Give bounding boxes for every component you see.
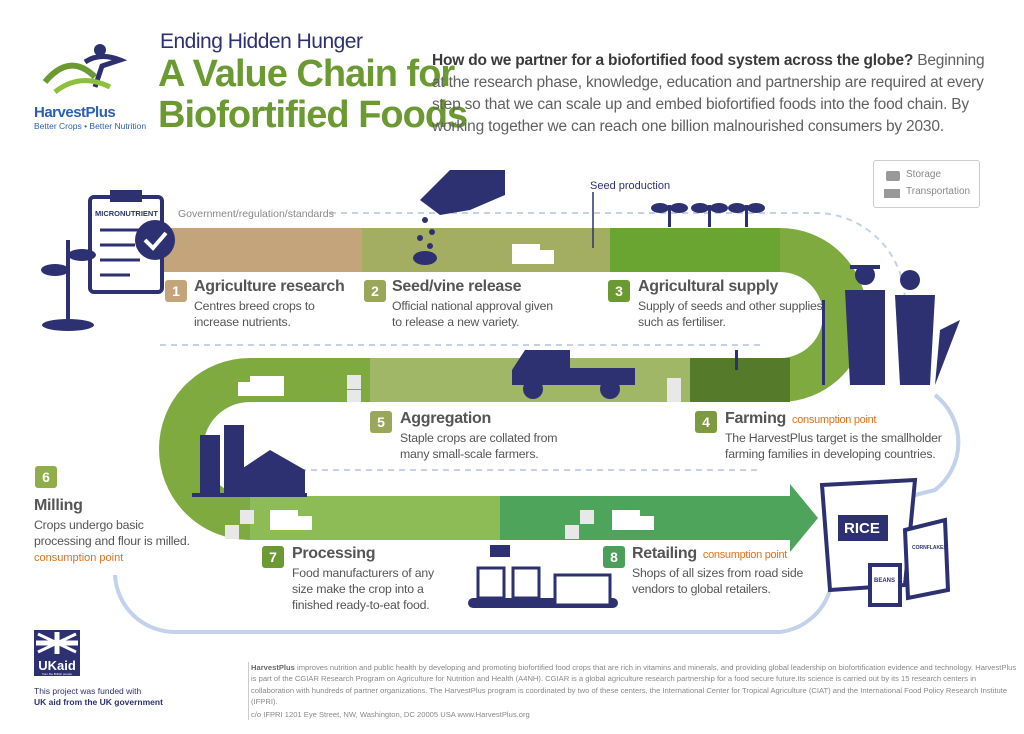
plant-icon bbox=[41, 240, 96, 331]
road-segment-farming bbox=[690, 358, 790, 402]
step-2-badge: 2 bbox=[364, 280, 386, 302]
title-text: Retailing bbox=[632, 545, 697, 562]
road-segment-research bbox=[160, 228, 362, 272]
footer-body: improves nutrition and public health by … bbox=[251, 663, 1017, 706]
desc-line: increase nutrients. bbox=[194, 315, 291, 329]
footer-text: HarvestPlus improves nutrition and publi… bbox=[248, 662, 1018, 721]
ukaid-subtext: from the British people bbox=[41, 672, 72, 676]
step-1-badge: 1 bbox=[165, 280, 187, 302]
step-8-badge: 8 bbox=[603, 546, 625, 568]
step-2-title: Seed/vine release bbox=[392, 278, 522, 295]
beans-label: BEANS bbox=[874, 578, 896, 584]
truck-icons bbox=[238, 244, 654, 530]
title-line-1: A Value Chain for bbox=[158, 53, 455, 95]
desc-line: The HarvestPlus target is the smallholde… bbox=[725, 431, 942, 445]
storage-icon bbox=[886, 171, 900, 181]
desc-line: Crops undergo basic bbox=[34, 518, 144, 532]
desc-line: many small-scale farmers. bbox=[400, 447, 539, 461]
silo-icon bbox=[192, 425, 307, 497]
step-3-badge: 3 bbox=[608, 280, 630, 302]
step-7-desc: Food manufacturers of any size make the c… bbox=[292, 565, 434, 613]
desc-line: Centres breed crops to bbox=[194, 299, 315, 313]
rice-label: RICE bbox=[844, 520, 880, 537]
brand-name: HarvestPlus bbox=[34, 104, 116, 121]
desc-line: Shops of all sizes from road side bbox=[632, 566, 804, 580]
step-4-desc: The HarvestPlus target is the smallholde… bbox=[725, 430, 942, 462]
desc-line: finished ready-to-eat food. bbox=[292, 598, 430, 612]
desc-line: such as fertiliser. bbox=[638, 315, 726, 329]
step-7-badge: 7 bbox=[262, 546, 284, 568]
bean-can-icon bbox=[868, 563, 902, 607]
government-label: Government/regulation/standards bbox=[178, 208, 334, 220]
clipboard-icon bbox=[88, 190, 175, 294]
desc-line: processing and flour is milled. bbox=[34, 534, 190, 548]
desc-line: Official national approval given bbox=[392, 299, 553, 313]
kicker-title: Ending Hidden Hunger bbox=[160, 30, 363, 53]
step-3-title: Agricultural supply bbox=[638, 278, 779, 295]
farmers-icon bbox=[822, 265, 960, 385]
step-8-desc: Shops of all sizes from road side vendors… bbox=[632, 565, 803, 597]
desc-line: Staple crops are collated from bbox=[400, 431, 558, 445]
consumption-point-tag: consumption point bbox=[792, 414, 877, 426]
micronutrient-label: MICRONUTRIENT bbox=[95, 209, 158, 218]
title-text: Farming bbox=[725, 410, 787, 427]
desc-line: Food manufacturers of any bbox=[292, 566, 434, 580]
hand-seeds-icon bbox=[413, 170, 505, 265]
legend-transportation: Transportation bbox=[906, 186, 971, 197]
step-5-desc: Staple crops are collated from many small… bbox=[400, 430, 558, 462]
step-6-title: Milling bbox=[34, 497, 83, 514]
brand-tagline: Better Crops • Better Nutrition bbox=[34, 121, 147, 131]
footer-brand: HarvestPlus bbox=[251, 663, 295, 672]
step-1-title: Agriculture research bbox=[194, 278, 345, 295]
road-segment-supply bbox=[610, 228, 780, 272]
step-6-desc: Crops undergo basic processing and flour … bbox=[34, 517, 190, 549]
seedlings-icon bbox=[651, 203, 765, 227]
legend-storage: Storage bbox=[906, 169, 942, 180]
grass-icon bbox=[735, 350, 738, 370]
desc-line: farming families in developing countries… bbox=[725, 447, 936, 461]
desc-line: Supply of seeds and other supplies bbox=[638, 299, 823, 313]
funding-line-2: UK aid from the UK government bbox=[34, 697, 163, 707]
transportation-icon bbox=[884, 189, 900, 198]
cornflakes-box-icon bbox=[902, 517, 951, 601]
union-flag-icon bbox=[36, 632, 78, 654]
page-title: A Value Chain for Biofortified Foods bbox=[158, 53, 468, 136]
intro-body: Beginning at the research phase, knowled… bbox=[432, 52, 985, 135]
intro-paragraph: How do we partner for a biofortified foo… bbox=[432, 50, 992, 138]
step-4-badge: 4 bbox=[695, 411, 717, 433]
ukaid-text: UKaid bbox=[38, 658, 76, 673]
legend: Storage Transportation bbox=[873, 160, 980, 208]
consumption-point-tag: consumption point bbox=[702, 549, 788, 561]
harvestplus-logo bbox=[40, 42, 130, 102]
road-segment-seed-release bbox=[362, 228, 610, 272]
desc-line: to release a new variety. bbox=[392, 315, 520, 329]
rice-bag-icon bbox=[819, 477, 918, 593]
step-1-desc: Centres breed crops to increase nutrients… bbox=[194, 298, 315, 330]
ukaid-logo: UKaid from the British people bbox=[34, 630, 80, 676]
solid-flow-lines bbox=[113, 393, 961, 635]
title-line-2: Biofortified Foods bbox=[158, 94, 468, 136]
desc-line: vendors to global retailers. bbox=[632, 582, 771, 596]
arrow-head bbox=[790, 484, 818, 552]
seed-production-label: Seed production bbox=[590, 180, 671, 192]
pickup-truck-icon bbox=[512, 350, 635, 399]
intro-lead: How do we partner for a biofortified foo… bbox=[432, 52, 914, 69]
footer-paragraph: HarvestPlus improves nutrition and publi… bbox=[249, 662, 1018, 707]
footer-address: c/o IFPRI 1201 Eye Street, NW, Washingto… bbox=[251, 710, 530, 720]
step-7-title: Processing bbox=[292, 545, 376, 562]
step-4-title: Farming consumption point bbox=[725, 410, 877, 428]
funding-line-1: This project was funded with bbox=[34, 686, 142, 696]
step-8-title: Retailing consumption point bbox=[632, 545, 787, 563]
step-5-title: Aggregation bbox=[400, 410, 491, 427]
step-5-badge: 5 bbox=[370, 411, 392, 433]
desc-line: size make the crop into a bbox=[292, 582, 424, 596]
cornflakes-label: CORNFLAKES bbox=[912, 545, 947, 551]
step-2-desc: Official national approval given to relea… bbox=[392, 298, 553, 330]
step-3-desc: Supply of seeds and other supplies such a… bbox=[638, 298, 823, 330]
step-6-consumption-point: consumption point bbox=[34, 552, 124, 564]
conveyor-icon bbox=[468, 545, 618, 608]
storage-icons bbox=[225, 375, 681, 539]
step-6-badge: 6 bbox=[35, 466, 57, 488]
